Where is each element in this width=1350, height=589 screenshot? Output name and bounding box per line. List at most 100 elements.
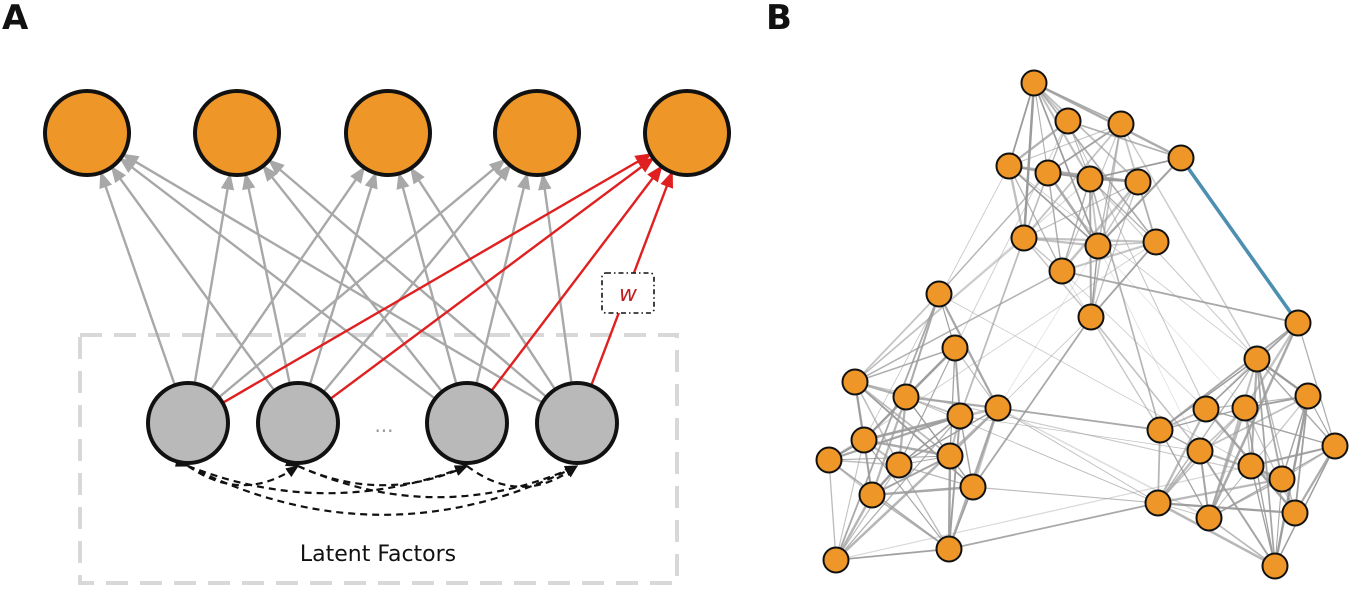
network-edge xyxy=(863,414,961,442)
network-node xyxy=(1020,69,1048,97)
loading-edge xyxy=(193,172,235,384)
network-edge xyxy=(1207,407,1247,519)
network-node xyxy=(1243,345,1271,373)
network-node xyxy=(1294,382,1322,410)
network-node xyxy=(1034,159,1062,187)
network-edge xyxy=(1156,408,1208,504)
latent-correlation-arrows xyxy=(175,454,579,516)
highlight-loading-edge xyxy=(329,157,655,401)
network-edge xyxy=(972,486,1159,504)
network-edge xyxy=(1250,444,1336,468)
network-node xyxy=(1321,432,1349,460)
network-node xyxy=(925,280,953,308)
network-node xyxy=(1195,504,1223,532)
network-edge xyxy=(1159,322,1299,431)
observed-node xyxy=(493,89,581,177)
network-edge xyxy=(1250,395,1309,467)
network-node xyxy=(1192,395,1220,423)
network-edge xyxy=(1250,465,1276,567)
correlation-arrow xyxy=(175,456,469,495)
correlation-arrow xyxy=(454,454,579,488)
network-node xyxy=(1284,309,1312,337)
network-edge xyxy=(1033,81,1182,160)
network-node xyxy=(1146,416,1174,444)
loading-edge xyxy=(99,171,176,386)
network-edge xyxy=(1205,408,1336,447)
network-edge xyxy=(854,270,1063,383)
observed-node xyxy=(193,89,281,177)
network-edge xyxy=(1033,82,1099,247)
network-edge xyxy=(1008,165,1258,360)
network-node xyxy=(1054,107,1082,135)
latent-factor-node xyxy=(535,381,619,465)
loading-edge xyxy=(121,153,544,404)
loading-edge xyxy=(267,159,548,398)
network-edge xyxy=(835,293,940,561)
network-node xyxy=(1077,303,1105,331)
network-edge xyxy=(905,395,999,410)
correlation-arrow xyxy=(175,455,579,516)
network-node xyxy=(984,394,1012,422)
network-edge xyxy=(1157,501,1276,568)
network-node xyxy=(936,442,964,470)
network-node xyxy=(1186,437,1214,465)
network-edge xyxy=(1061,270,1207,410)
loading-edge xyxy=(110,165,276,392)
correlation-arrow xyxy=(284,456,579,499)
network-edge xyxy=(1008,82,1035,167)
network-edge xyxy=(1097,157,1182,247)
network-node xyxy=(1237,452,1265,480)
network-node xyxy=(959,473,987,501)
network-node xyxy=(1281,499,1309,527)
network-edge xyxy=(870,396,908,496)
panel-b-network xyxy=(815,69,1349,580)
network-edge xyxy=(1199,395,1309,452)
network-edge xyxy=(937,293,1000,409)
network-edge xyxy=(828,241,1157,461)
loading-edge xyxy=(322,164,512,393)
network-edge xyxy=(1061,181,1139,272)
network-node xyxy=(1231,394,1259,422)
network-edge xyxy=(1159,429,1210,519)
network-edge xyxy=(947,455,952,550)
network-edge xyxy=(1067,120,1182,159)
network-edge xyxy=(898,464,950,550)
network-node xyxy=(1076,165,1104,193)
network-node xyxy=(841,368,869,396)
network-edge xyxy=(938,172,1049,295)
highlight-loading-edge xyxy=(490,165,663,392)
network-node xyxy=(858,481,886,509)
network-edge xyxy=(1281,395,1309,480)
network-edge xyxy=(854,381,974,488)
loading-edge xyxy=(308,171,378,386)
network-edge xyxy=(863,438,951,458)
network-node xyxy=(1144,489,1172,517)
network-edge xyxy=(1089,157,1182,180)
network-node xyxy=(1167,144,1195,172)
network-edge xyxy=(1022,82,1036,239)
network-edge xyxy=(905,293,940,398)
network-edge xyxy=(1089,178,1258,360)
network-edge xyxy=(1008,123,1122,167)
network-edge xyxy=(1033,82,1157,243)
network-edge xyxy=(1244,322,1299,409)
network-edge xyxy=(854,381,900,466)
highlight-loading-edge xyxy=(221,153,653,404)
network-node xyxy=(850,426,878,454)
network-edge xyxy=(854,381,951,457)
network-edge xyxy=(1208,517,1276,567)
network-node xyxy=(935,535,963,563)
network-node xyxy=(1107,110,1135,138)
network-edge xyxy=(1090,181,1139,318)
network-node xyxy=(1124,168,1152,196)
network-edge xyxy=(835,464,900,561)
network-edge xyxy=(1090,316,1161,431)
network-edge xyxy=(1097,245,1246,409)
network-edge xyxy=(972,316,1092,488)
network-node xyxy=(995,152,1023,180)
network-edge xyxy=(1047,172,1063,272)
observed-node xyxy=(43,89,131,177)
panel-label-b: B xyxy=(766,0,792,38)
network-edge xyxy=(854,178,1091,383)
network-edge xyxy=(1157,501,1296,515)
